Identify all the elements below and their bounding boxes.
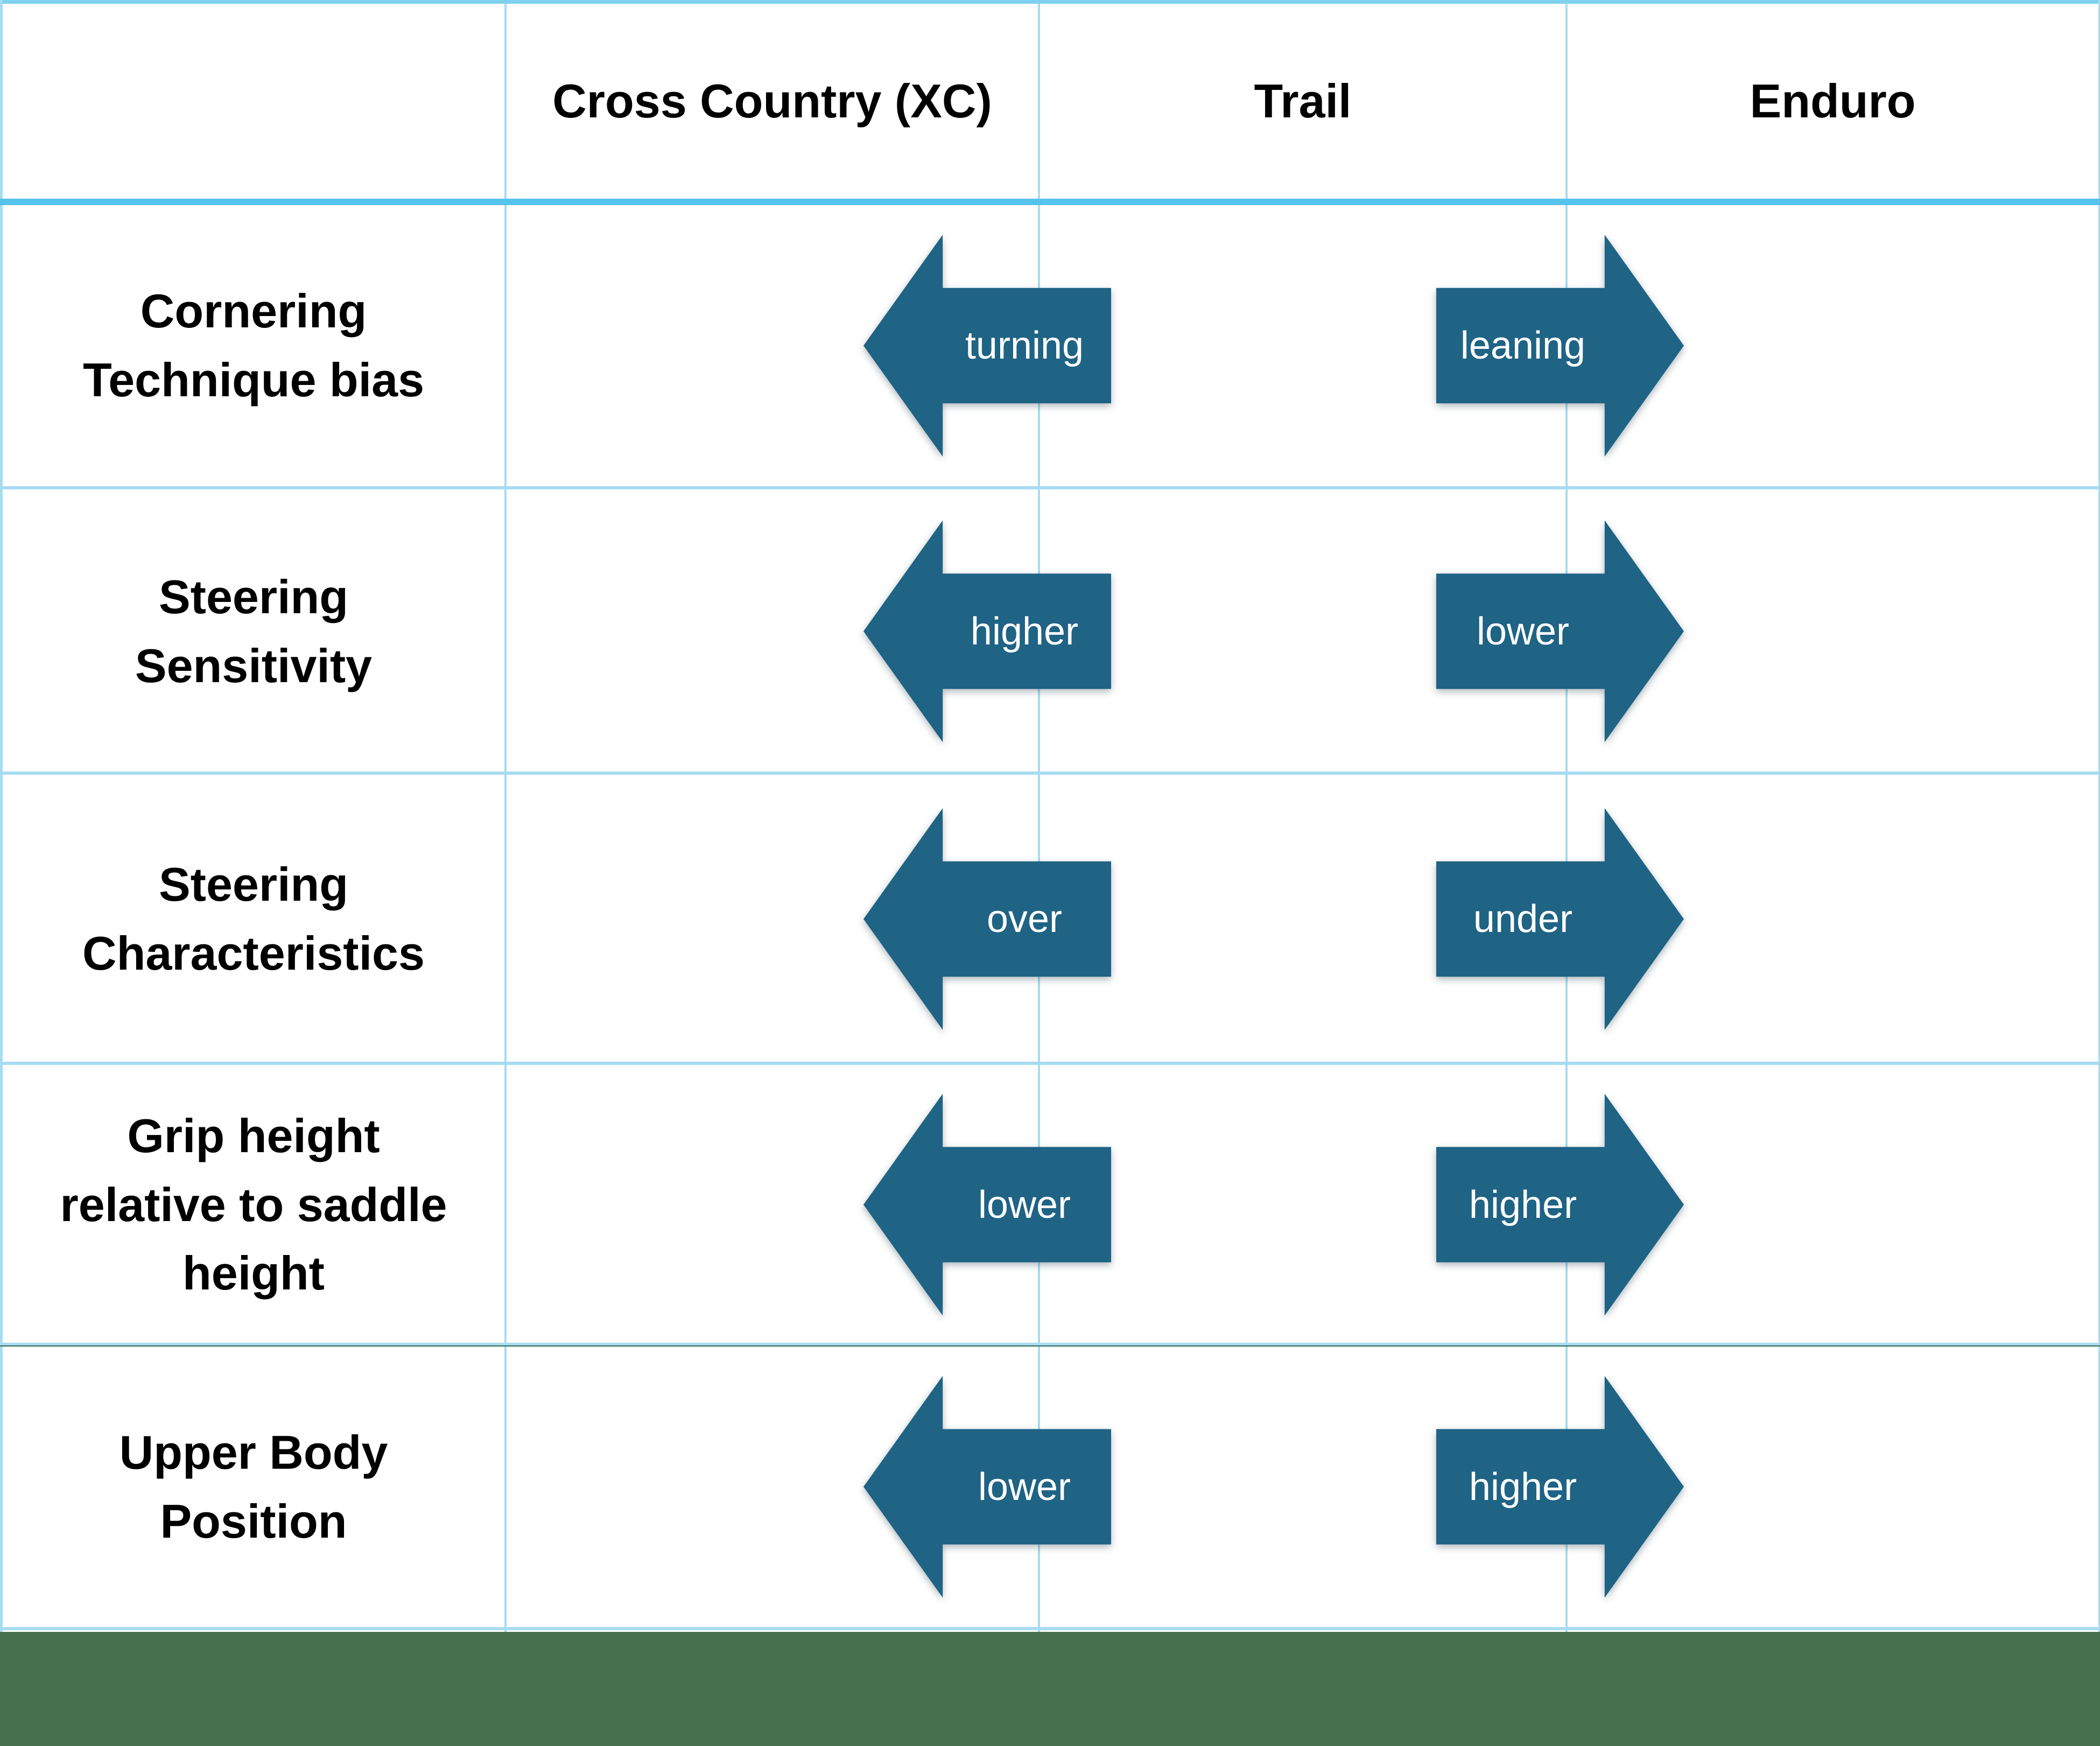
- right-arrow-shape: leaning: [1436, 235, 1684, 457]
- left-arrow-shape: over: [863, 808, 1111, 1030]
- table-row: Steering Sensitivity higher lower: [0, 491, 2100, 772]
- row-separator-3: [0, 1062, 2100, 1065]
- right-arrow-shape: under: [1436, 808, 1684, 1030]
- row-label-line: relative to saddle: [60, 1177, 447, 1231]
- row-label-line: Position: [160, 1494, 347, 1548]
- left-arrow-label: over: [986, 897, 1063, 941]
- column-divider-labels-xc: [504, 4, 507, 1632]
- row-label-line: Cornering: [140, 284, 367, 338]
- row-label: Cornering Technique bias: [3, 205, 504, 486]
- row-separator-2: [0, 772, 2100, 775]
- table-row: Upper Body Position lower higher: [0, 1347, 2100, 1627]
- row-label: Grip height relative to saddle height: [3, 1067, 504, 1343]
- row-label: Steering Sensitivity: [3, 491, 504, 772]
- right-arrow-shape: higher: [1436, 1376, 1684, 1598]
- row-label-line: Characteristics: [82, 927, 425, 980]
- footer-bar: [0, 1632, 2100, 1746]
- left-border-line: [0, 0, 3, 1632]
- row-separator-5: [0, 1627, 2100, 1630]
- row-label: Steering Characteristics: [3, 776, 504, 1062]
- left-arrow-label: lower: [978, 1183, 1071, 1226]
- left-arrow-shape: lower: [863, 1376, 1111, 1598]
- right-border-line: [2098, 0, 2100, 1632]
- row-label: Upper Body Position: [3, 1347, 504, 1627]
- right-arrow-label: lower: [1476, 609, 1570, 653]
- column-divider-xc-trail: [1038, 4, 1040, 1632]
- right-arrow-shape: lower: [1436, 520, 1684, 742]
- table-row: Cornering Technique bias turning leaning: [0, 205, 2100, 486]
- table-row: Steering Characteristics over under: [0, 776, 2100, 1062]
- right-arrow-shape: higher: [1436, 1093, 1684, 1316]
- header-cell-cross-country: Cross Country (XC): [552, 74, 992, 128]
- row-separator-4: [0, 1343, 2100, 1347]
- header-cell-trail: Trail: [1254, 74, 1352, 128]
- left-arrow-shape: higher: [863, 520, 1111, 742]
- right-arrow-label: leaning: [1460, 324, 1586, 367]
- left-arrow-label: turning: [965, 324, 1084, 367]
- row-label-line: Steering: [158, 570, 349, 623]
- right-arrow-label: higher: [1469, 1183, 1577, 1226]
- row-label-line: Grip height: [127, 1109, 380, 1163]
- left-arrow-shape: turning: [863, 235, 1111, 457]
- table-row: Grip height relative to saddle height lo…: [0, 1067, 2100, 1343]
- row-separator-1: [0, 486, 2100, 489]
- header-separator-line: [0, 199, 2100, 205]
- left-arrow-shape: lower: [863, 1093, 1111, 1316]
- top-border-line: [0, 0, 2100, 4]
- row-label-line: Steering: [158, 858, 349, 911]
- row-label-line: Technique bias: [82, 353, 425, 406]
- row-label-line: Upper Body: [119, 1425, 388, 1479]
- right-arrow-label: under: [1473, 897, 1573, 941]
- header-cell-empty: [3, 4, 504, 199]
- left-arrow-label: higher: [970, 609, 1079, 653]
- row-label-line: Sensitivity: [135, 639, 373, 692]
- left-arrow-label: lower: [978, 1465, 1071, 1509]
- right-arrow-label: higher: [1469, 1465, 1577, 1509]
- column-divider-trail-enduro: [1565, 4, 1568, 1632]
- header-cell-enduro: Enduro: [1750, 74, 1916, 128]
- row-label-line: height: [182, 1246, 325, 1300]
